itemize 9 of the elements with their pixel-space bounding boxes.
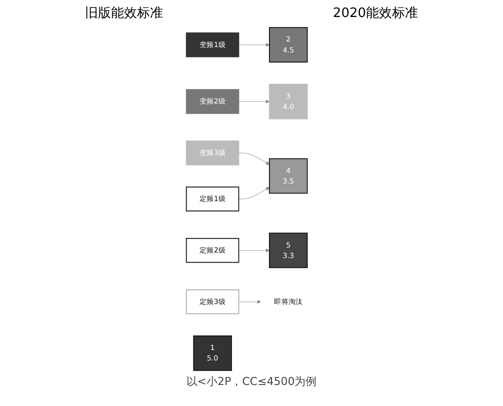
arrow bbox=[238, 100, 270, 104]
arrow bbox=[238, 152, 270, 165]
arrow bbox=[238, 300, 262, 304]
arrow bbox=[238, 42, 270, 47]
column-heading: 2020能效标准 bbox=[332, 5, 418, 23]
arrow bbox=[238, 248, 270, 252]
arrow bbox=[238, 187, 270, 200]
note: 以<小2P，CC≤4500为例 bbox=[186, 375, 317, 388]
column-heading: 旧版能效标准 bbox=[84, 5, 163, 23]
